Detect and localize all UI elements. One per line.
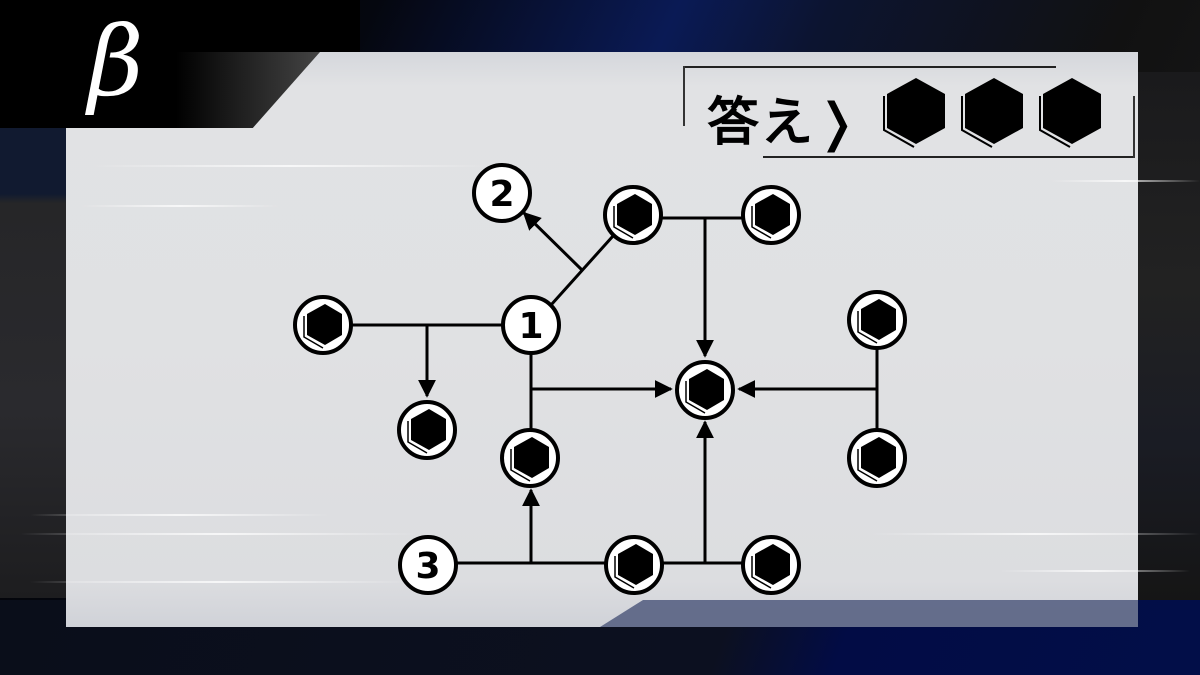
hidden-hexagon-node <box>603 185 663 245</box>
numbered-node-2: 2 <box>472 163 532 223</box>
numbered-node-1: 1 <box>501 295 561 355</box>
puzzle-panel <box>66 52 1138 627</box>
light-streak <box>870 533 1200 535</box>
answer-box-border <box>683 66 685 126</box>
answer-slots <box>881 76 1103 148</box>
light-streak <box>80 205 280 207</box>
hidden-hexagon-node <box>604 535 664 595</box>
light-streak <box>1050 180 1200 182</box>
hidden-hexagon-icon <box>961 78 1023 148</box>
edges <box>351 211 879 565</box>
beta-logo: β <box>88 6 144 118</box>
node-label: 3 <box>415 546 440 587</box>
hidden-hexagon-icon <box>883 78 945 148</box>
light-streak <box>20 533 420 535</box>
arrow-edge <box>522 211 584 272</box>
hidden-hexagon-node <box>741 185 801 245</box>
logo-bar-top <box>0 0 360 52</box>
light-streak <box>90 165 490 167</box>
hidden-hexagon-node-center <box>675 360 735 420</box>
background-band-right <box>1138 72 1200 602</box>
numbered-node-3: 3 <box>398 535 458 595</box>
hidden-hexagon-node <box>293 295 353 355</box>
answer-box-border <box>763 156 1135 158</box>
answer-box: 答え❭ <box>683 66 1135 158</box>
light-streak <box>30 581 410 583</box>
hidden-hexagon-icon <box>1039 78 1101 148</box>
answer-box-border <box>1133 96 1135 158</box>
hidden-hexagon-node <box>397 400 457 460</box>
node-label: 1 <box>518 306 543 347</box>
hidden-hexagon-node <box>847 428 907 488</box>
light-streak <box>1000 570 1190 572</box>
hidden-hexagon-node <box>500 428 560 488</box>
hidden-hexagon-node <box>741 535 801 595</box>
light-streak <box>30 514 330 516</box>
answer-label: 答え❭ <box>707 93 861 153</box>
answer-box-border <box>683 66 1056 68</box>
background-band-left <box>0 128 66 598</box>
node-label: 2 <box>489 174 514 215</box>
hidden-hexagon-node <box>847 290 907 350</box>
edge <box>549 234 615 307</box>
panel-accent-strip <box>600 600 1138 627</box>
